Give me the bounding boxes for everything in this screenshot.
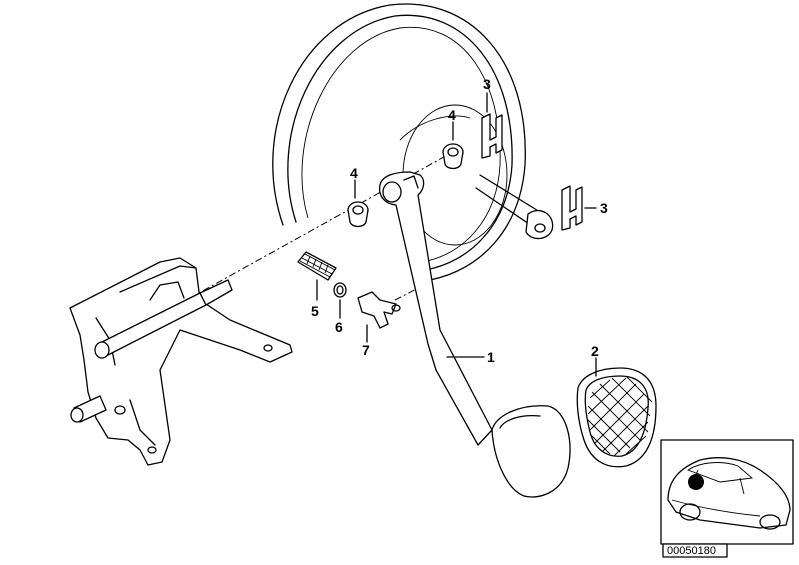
callout-5: 5 [311,303,319,319]
pushrod [475,174,554,240]
callout-3-lower: 3 [600,200,608,216]
callout-4-left: 4 [350,165,358,181]
reference-label: 00050180 [662,543,728,558]
retaining-ring [333,282,347,298]
bushing-left [347,201,369,228]
reference-number: 00050180 [667,545,716,557]
return-spring [297,251,337,281]
callout-1: 1 [487,349,495,365]
booster-drum [272,3,526,281]
brake-pedal [378,171,571,498]
pedal-pad-rubber [576,367,657,468]
lock-clip [357,291,401,329]
clip-upper [481,113,503,159]
callout-3-upper: 3 [483,76,491,92]
clip-lower [561,185,583,231]
callout-2: 2 [591,343,599,359]
pedal-bracket [69,257,293,466]
vehicle-locator-inset [660,439,794,545]
leader-lines [316,92,597,377]
location-marker [688,474,704,490]
callout-labels: 3 3 4 4 5 6 7 1 2 [311,76,608,365]
bushing-right [442,143,464,170]
callout-6: 6 [335,319,343,335]
callout-7: 7 [362,342,370,358]
callout-4-right: 4 [448,107,456,123]
